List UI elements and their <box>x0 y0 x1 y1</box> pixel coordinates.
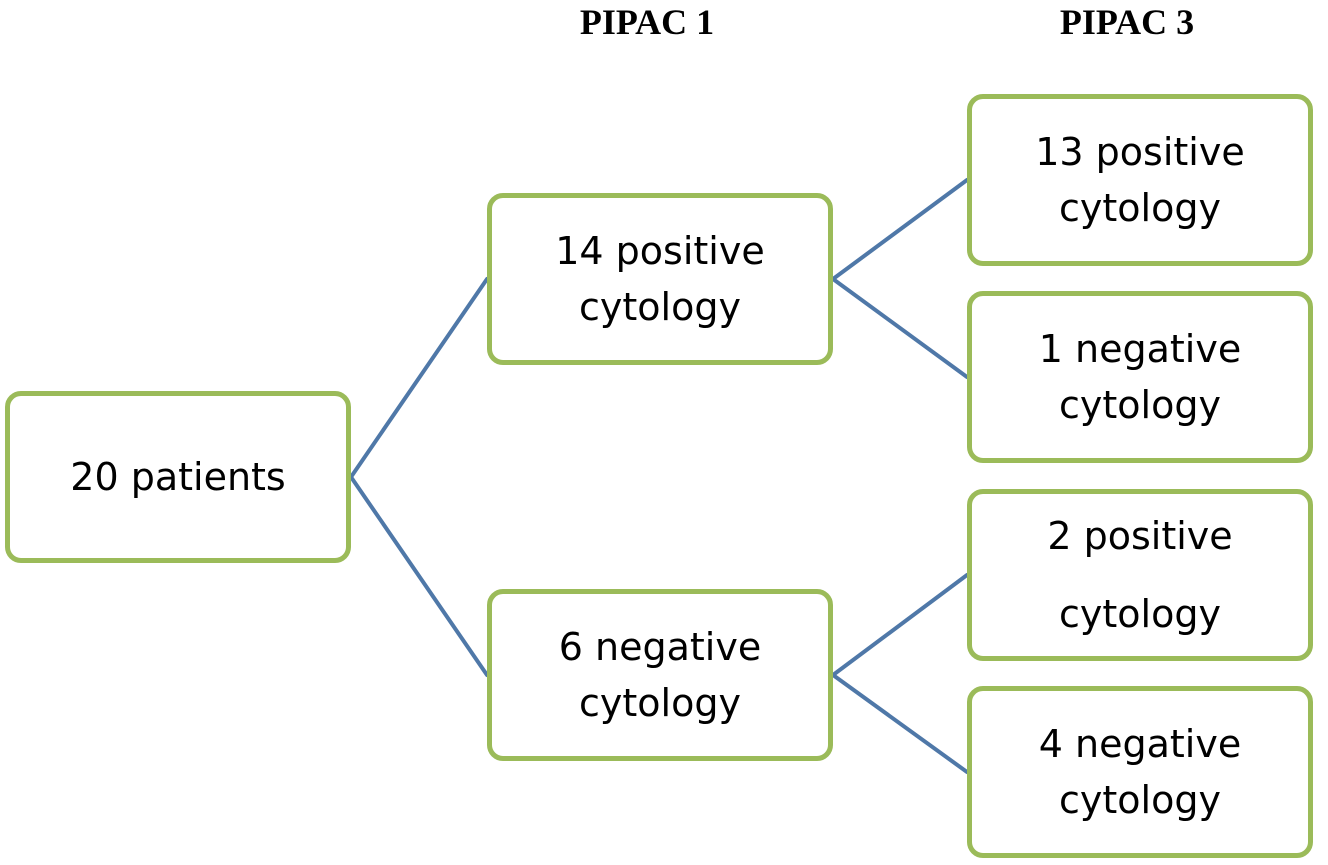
pipac1-negative-node: 6 negative cytology <box>487 589 833 761</box>
pipac3-positive-positive-label: cytology <box>1059 186 1221 230</box>
pipac3-negative-positive-count: 2 positive <box>1047 514 1233 558</box>
pipac1-positive-label: cytology <box>579 285 741 329</box>
pipac3-positive-negative-count: 1 negative <box>1038 327 1242 371</box>
root-node-patients: 20 patients <box>5 391 351 563</box>
pipac3-positive-positive-count: 13 positive <box>1035 130 1245 174</box>
pipac1-positive-node: 14 positive cytology <box>487 193 833 365</box>
pipac1-positive-count: 14 positive <box>555 229 765 273</box>
pipac3-negative-negative-node: 4 negative cytology <box>967 686 1313 858</box>
pipac3-positive-negative-node: 1 negative cytology <box>967 291 1313 463</box>
connector-negative-to-4-negative <box>831 673 969 774</box>
pipac3-positive-negative-label: cytology <box>1059 383 1221 427</box>
connector-negative-to-2-positive <box>831 573 969 677</box>
pipac3-positive-positive-node: 13 positive cytology <box>967 94 1313 266</box>
pipac-1-header: PIPAC 1 <box>579 2 715 42</box>
pipac3-negative-negative-label: cytology <box>1059 778 1221 822</box>
pipac1-negative-label: cytology <box>579 681 741 725</box>
pipac3-negative-positive-node: 2 positive cytology <box>967 489 1313 661</box>
connector-root-to-positive <box>349 277 489 479</box>
pipac1-negative-count: 6 negative <box>558 625 762 669</box>
pipac3-negative-negative-count: 4 negative <box>1038 722 1242 766</box>
pipac-3-header: PIPAC 3 <box>1059 2 1195 42</box>
connector-positive-to-1-negative <box>831 277 969 379</box>
connector-positive-to-13-positive <box>831 178 969 281</box>
connector-root-to-negative <box>349 475 489 677</box>
pipac3-negative-positive-label: cytology <box>1059 592 1221 636</box>
root-node-label: 20 patients <box>70 455 286 499</box>
